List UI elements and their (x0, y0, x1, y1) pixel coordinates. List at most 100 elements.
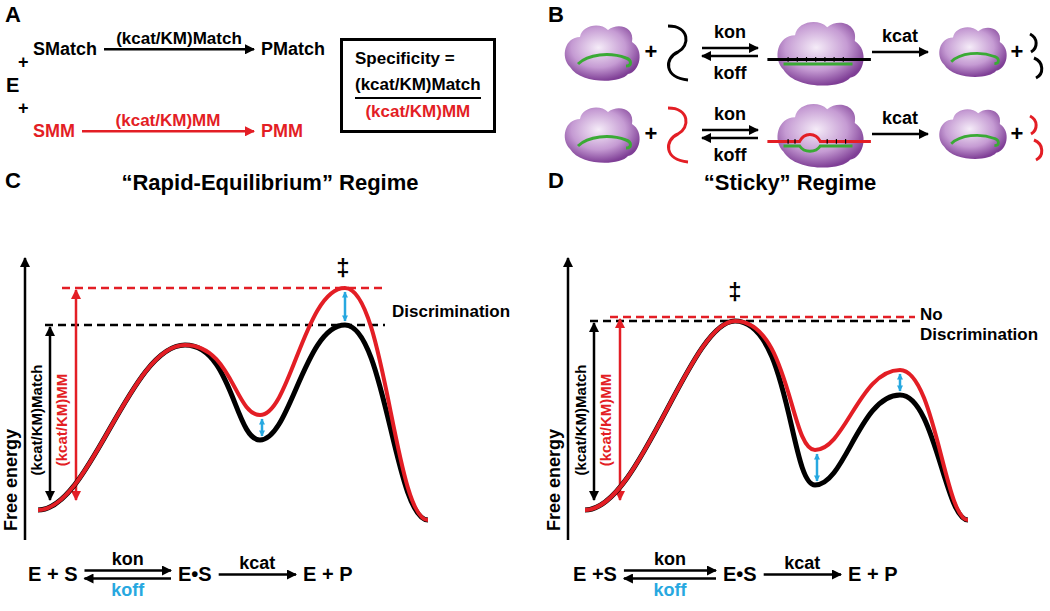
barrier-arrow (593, 323, 596, 500)
reaction-arrow (104, 48, 254, 51)
difference-arrow (344, 292, 347, 321)
panel-title: “Rapid-Equilibrium” Regime (121, 170, 418, 195)
released-enzyme (939, 109, 1006, 159)
reverse-arrow (702, 55, 758, 58)
cleavage-arrow (872, 133, 928, 136)
panel-letter: A (5, 2, 21, 27)
enzyme-body (565, 26, 640, 81)
node-text: SMM (33, 121, 75, 142)
edge-label: kcat (784, 553, 820, 574)
energy-axis (24, 258, 27, 540)
energy-curve (585, 321, 968, 520)
panel-letter: C (5, 168, 21, 193)
energy-curve (38, 288, 428, 520)
specificity-box: Specificity = (kcat/KM)Match (kcat/KM)MM (340, 38, 496, 133)
cleavage-arrow (872, 51, 928, 54)
edge-label: kon (654, 549, 686, 570)
transition-state-mark: ‡ (336, 254, 349, 282)
node-text: PMM (261, 121, 303, 142)
edge-label: (kcat/KM)MM (116, 111, 221, 131)
plus-sign: + (18, 52, 29, 73)
free-enzyme (565, 108, 640, 163)
edge-label: koff (653, 580, 686, 601)
enzyme-body (778, 104, 864, 168)
edge-label: (kcat/KM)Match (116, 29, 242, 49)
reaction-arrow (82, 130, 254, 133)
barrier-arrow (49, 327, 52, 500)
edge-label: kcat (239, 553, 275, 574)
guide-strand (578, 137, 631, 148)
dashed-level (610, 316, 915, 319)
guide-strand (578, 55, 631, 66)
target-strand (668, 108, 688, 162)
plus-sign: + (645, 39, 658, 64)
panel-letter: B (548, 2, 564, 27)
barrier-label: (kcat/KM)MM (53, 374, 70, 467)
panel-title: “Sticky” Regime (704, 170, 876, 195)
transition-state-mark: ‡ (728, 278, 741, 306)
dissociation-arrow (624, 577, 716, 580)
node-text: PMatch (261, 39, 325, 60)
state-label: E + P (845, 562, 900, 587)
energy-diagram-c (25, 258, 428, 540)
product-label: PMM (258, 120, 306, 143)
energy-axis (567, 258, 570, 540)
node-text: E + S (28, 563, 77, 586)
forward-arrow (702, 47, 758, 50)
binding-arrow (624, 569, 716, 572)
guide-strand (951, 135, 998, 145)
difference-arrow (816, 454, 819, 481)
energy-curve (585, 321, 968, 520)
barrier-label: (kcat/KM)MM (597, 374, 614, 467)
plus-sign: + (18, 98, 29, 119)
energy-curve (38, 325, 428, 520)
dashed-level (590, 320, 915, 323)
rate-constant: kcat (882, 26, 918, 47)
released-enzyme (939, 27, 1006, 77)
bound-complex (767, 104, 871, 168)
node-text: E•S (723, 563, 757, 586)
catalysis-arrow (764, 573, 841, 576)
node-text: E + P (848, 563, 897, 586)
plus-sign: + (1011, 39, 1024, 64)
guide-strand (951, 53, 998, 63)
enzyme-body (778, 22, 864, 86)
node-text: Specificity = (355, 49, 455, 69)
cleaved-products (1030, 116, 1042, 160)
base-pairs (788, 57, 843, 62)
barrier-arrow (75, 290, 78, 500)
match-row (565, 22, 1042, 86)
reverse-arrow (702, 137, 758, 140)
target-strand (767, 135, 871, 142)
rate-constant: kon (714, 104, 746, 125)
binding-arrow (84, 569, 171, 572)
plus-sign: + (645, 121, 658, 146)
note-text: No Discrimination (920, 305, 1046, 344)
bound-complex (767, 22, 871, 86)
forward-arrow (702, 129, 758, 132)
barrier-arrow (619, 319, 622, 500)
node-text: E +S (573, 563, 617, 586)
plus-sign: + (1011, 121, 1024, 146)
enzyme-label: E (6, 74, 19, 97)
catalysis-arrow (219, 573, 296, 576)
target-strand (668, 26, 688, 80)
base-pairs (788, 139, 846, 144)
state-label: E•S (175, 562, 215, 587)
mismatch-row (565, 104, 1042, 168)
enzyme-body (939, 27, 1006, 77)
substrate-label: SMatch (30, 38, 100, 61)
rate-constant: kon (714, 22, 746, 43)
substrate-label: SMM (30, 120, 78, 143)
barrier-label: (kcat/KM)Match (572, 365, 589, 476)
guide-strand (784, 146, 853, 151)
edge-label: koff (111, 580, 144, 601)
barrier-label: (kcat/KM)Match (28, 365, 45, 476)
node-subtext: (kcat/KM)MM (365, 102, 470, 122)
guide-strand (784, 63, 853, 66)
rate-constant: kcat (882, 108, 918, 129)
node-subtext: (kcat/KM)Match (355, 75, 481, 95)
rate-constant: koff (714, 145, 747, 166)
